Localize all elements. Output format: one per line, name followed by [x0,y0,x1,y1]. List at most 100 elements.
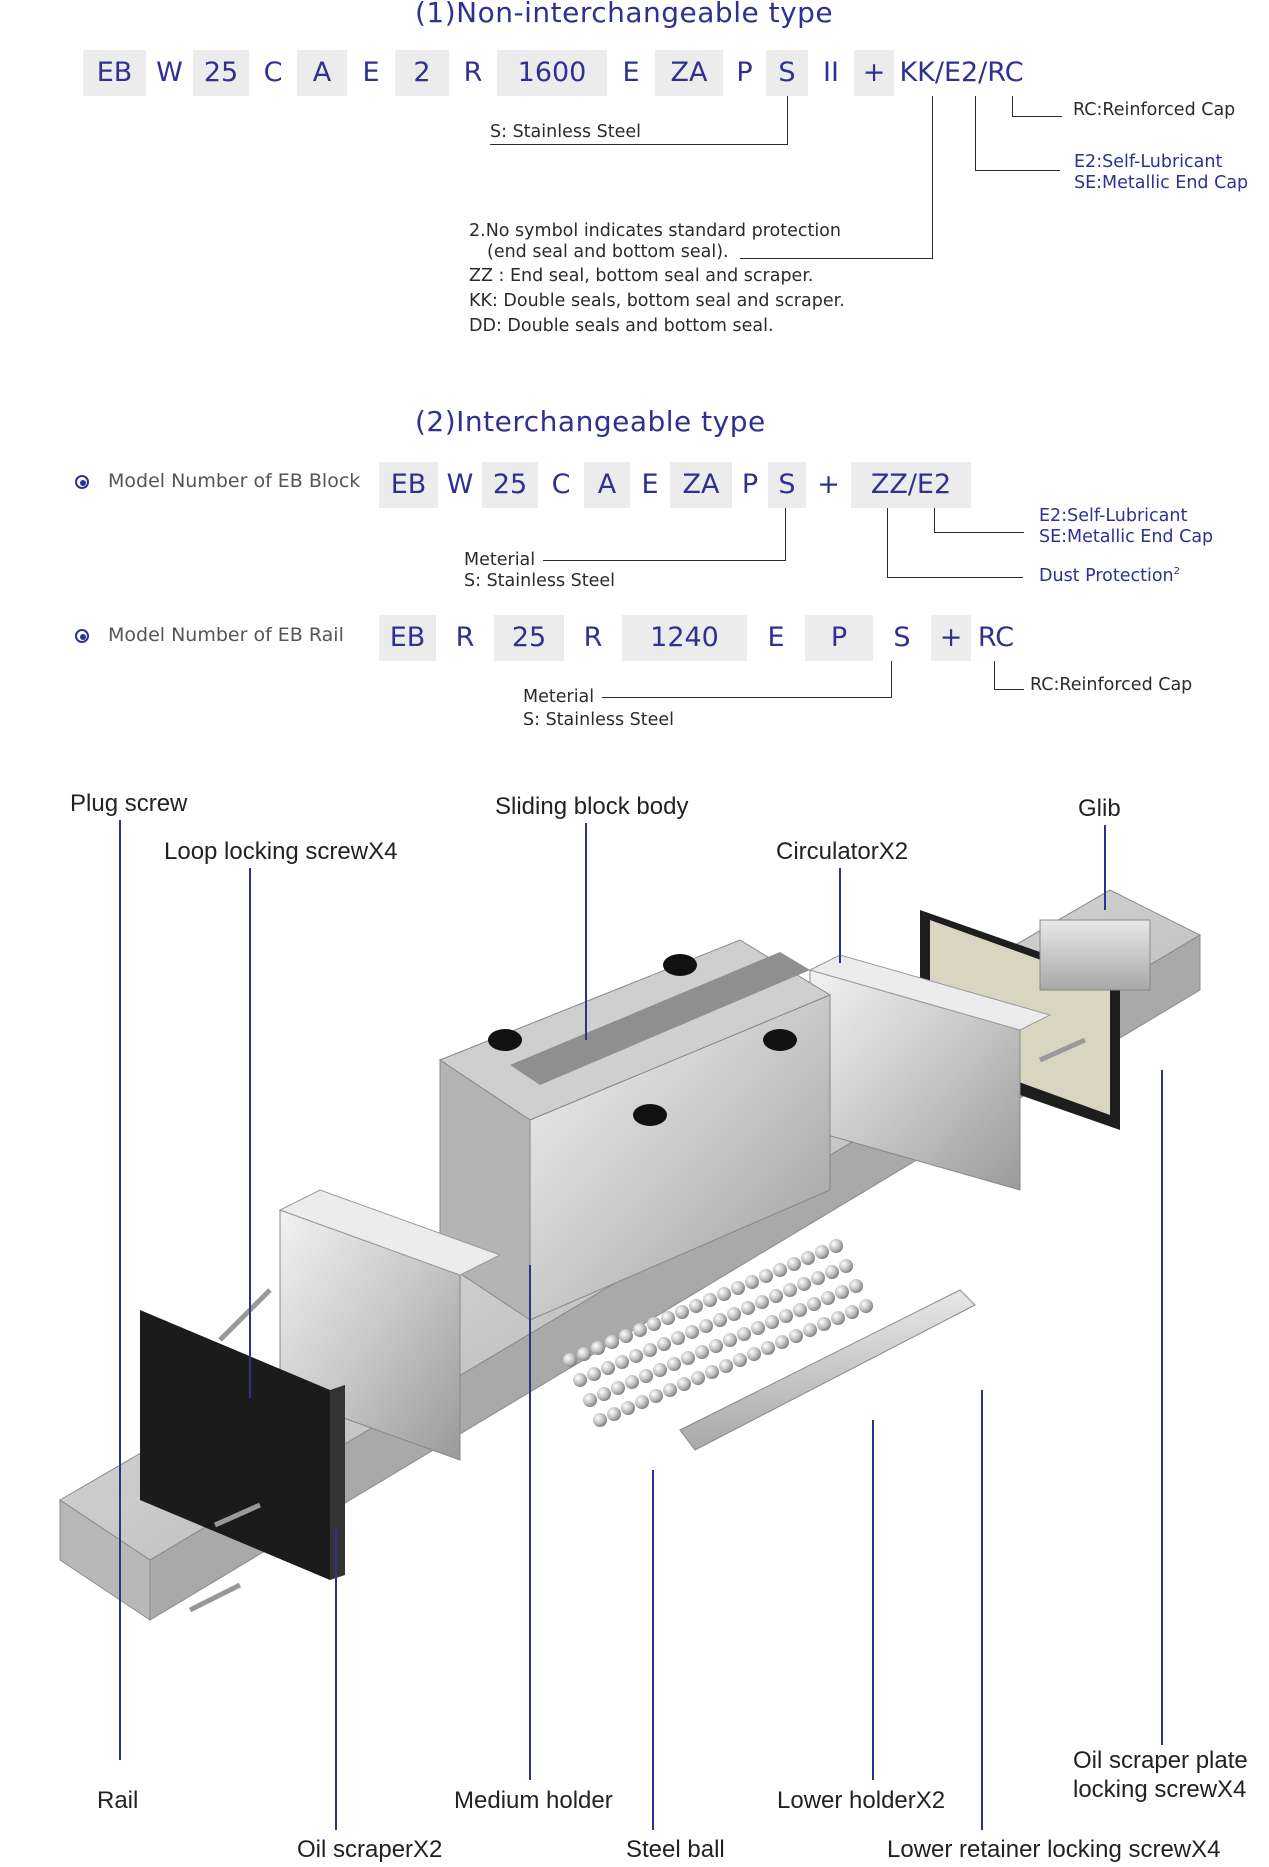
code-cell: KK/E2/RC [899,57,1024,88]
oil-scraper-part [140,1310,345,1580]
code-cell: W [446,469,474,500]
rail-label: Model Number of EB Rail [108,624,344,646]
radio-bullet-icon [75,629,89,643]
block-code-row: EB W 25 C A E ZA P S + ZZ/E2 [379,462,971,508]
sliding-block-body [438,939,832,1321]
leader-line [887,577,1023,578]
label-circulator: CirculatorX2 [776,838,909,865]
code-cell: E [767,622,785,653]
label-medium-holder: Medium holder [454,1787,613,1814]
protection-note-5: DD: Double seals and bottom seal. [469,316,774,336]
leader-line [785,508,786,560]
code-cell: ZZ/E2 [851,462,971,508]
pointer-line [652,1470,654,1830]
leader-line [1012,116,1062,117]
protection-note-1: 2.No symbol indicates standard protectio… [469,221,841,241]
code-cell: 25 [494,615,564,661]
code-cell: 1600 [497,50,607,96]
code-cell: A [584,462,630,508]
block-note-stainless: S: Stainless Steel [464,571,616,591]
leader-line [975,96,976,170]
label-rail: Rail [97,1787,139,1814]
rail-note-rc: RC:Reinforced Cap [1030,675,1193,695]
code-cell: ZA [670,462,732,508]
leader-line [740,258,933,259]
code-cell: 25 [193,50,249,96]
code-cell: EB [83,50,146,96]
pointer-line [981,1390,983,1830]
protection-note-4: KK: Double seals, bottom seal and scrape… [469,291,845,311]
pointer-line [585,823,587,1040]
leader-line [1012,96,1013,116]
pointer-line [872,1420,874,1780]
code-cell: EB [379,462,438,508]
code-cell: P [736,57,753,88]
block-note-se: SE:Metallic End Cap [1039,527,1214,547]
pointer-line [529,1265,531,1780]
leader-line [994,689,1024,690]
code-cell: II [823,57,839,88]
code-cell: 2 [395,50,449,96]
block-note-meterial: Meterial [464,550,536,570]
section1-title: (1)Non-interchangeable type [415,0,834,29]
label-glib: Glib [1078,795,1121,822]
circulator-part [808,954,1052,1191]
pointer-line [1104,825,1106,910]
code-cell: W [156,57,183,88]
screws [188,1037,1087,1613]
note-rc: RC:Reinforced Cap [1073,100,1236,120]
code-cell: S [893,622,911,653]
code-cell: E [362,57,380,88]
label-oil-scraper-plate: Oil scraper plate [1073,1747,1248,1774]
block-note-e2: E2:Self-Lubricant [1039,506,1188,526]
leader-line [975,170,1060,171]
code-cell: P [741,469,759,500]
code-cell: + [854,50,894,96]
label-steel-ball: Steel ball [626,1836,725,1863]
pointer-line [119,820,121,1760]
code-cell: RC [977,622,1015,653]
label-oil-scraper-plate-2: locking screwX4 [1073,1776,1247,1803]
pointer-line [249,868,251,1398]
label-sliding-block-body: Sliding block body [495,793,689,820]
section2-title: (2)Interchangeable type [415,405,766,438]
code-cell: R [455,622,475,653]
rail-code-row: EB R 25 R 1240 E P S + RC [379,615,1021,661]
code-cell: EB [379,615,436,661]
section1-code-row: EB W 25 C A E 2 R 1600 E ZA P S II + KK/… [83,50,1048,96]
steel-balls [563,1239,873,1427]
code-cell: ZA [655,50,723,96]
block-label: Model Number of EB Block [108,470,361,492]
leader-line [994,661,995,689]
linear-guide-exploded-view [59,889,1202,1621]
code-cell: R [463,57,483,88]
code-cell: + [931,615,971,661]
note-stainless: S: Stainless Steel [490,122,642,142]
protection-note-3: ZZ : End seal, bottom seal and scraper. [469,266,814,286]
leader-line [602,697,892,698]
label-lower-holder: Lower holderX2 [777,1787,946,1814]
leader-line [543,560,786,561]
code-cell: C [551,469,571,500]
code-cell: E [622,57,640,88]
lower-holder-part [679,1289,976,1451]
code-cell: R [583,622,603,653]
protection-note-2: (end seal and bottom seal). [487,242,729,262]
note-se: SE:Metallic End Cap [1074,173,1249,193]
radio-bullet-icon [75,475,89,489]
pointer-line [839,868,841,963]
code-cell: 25 [482,462,538,508]
leader-line [787,96,788,144]
code-cell: S [768,462,806,508]
leader-line [934,508,935,532]
pointer-line [1161,1070,1163,1745]
code-cell: C [263,57,283,88]
pointer-line [335,1530,337,1830]
code-cell: P [805,615,873,661]
rail-note-meterial: Meterial [523,687,595,707]
label-oil-scraper: Oil scraperX2 [297,1836,443,1863]
code-cell: S [766,50,808,96]
leader-line [934,532,1024,533]
leader-line [891,661,892,697]
label-plug-screw: Plug screw [70,790,188,817]
